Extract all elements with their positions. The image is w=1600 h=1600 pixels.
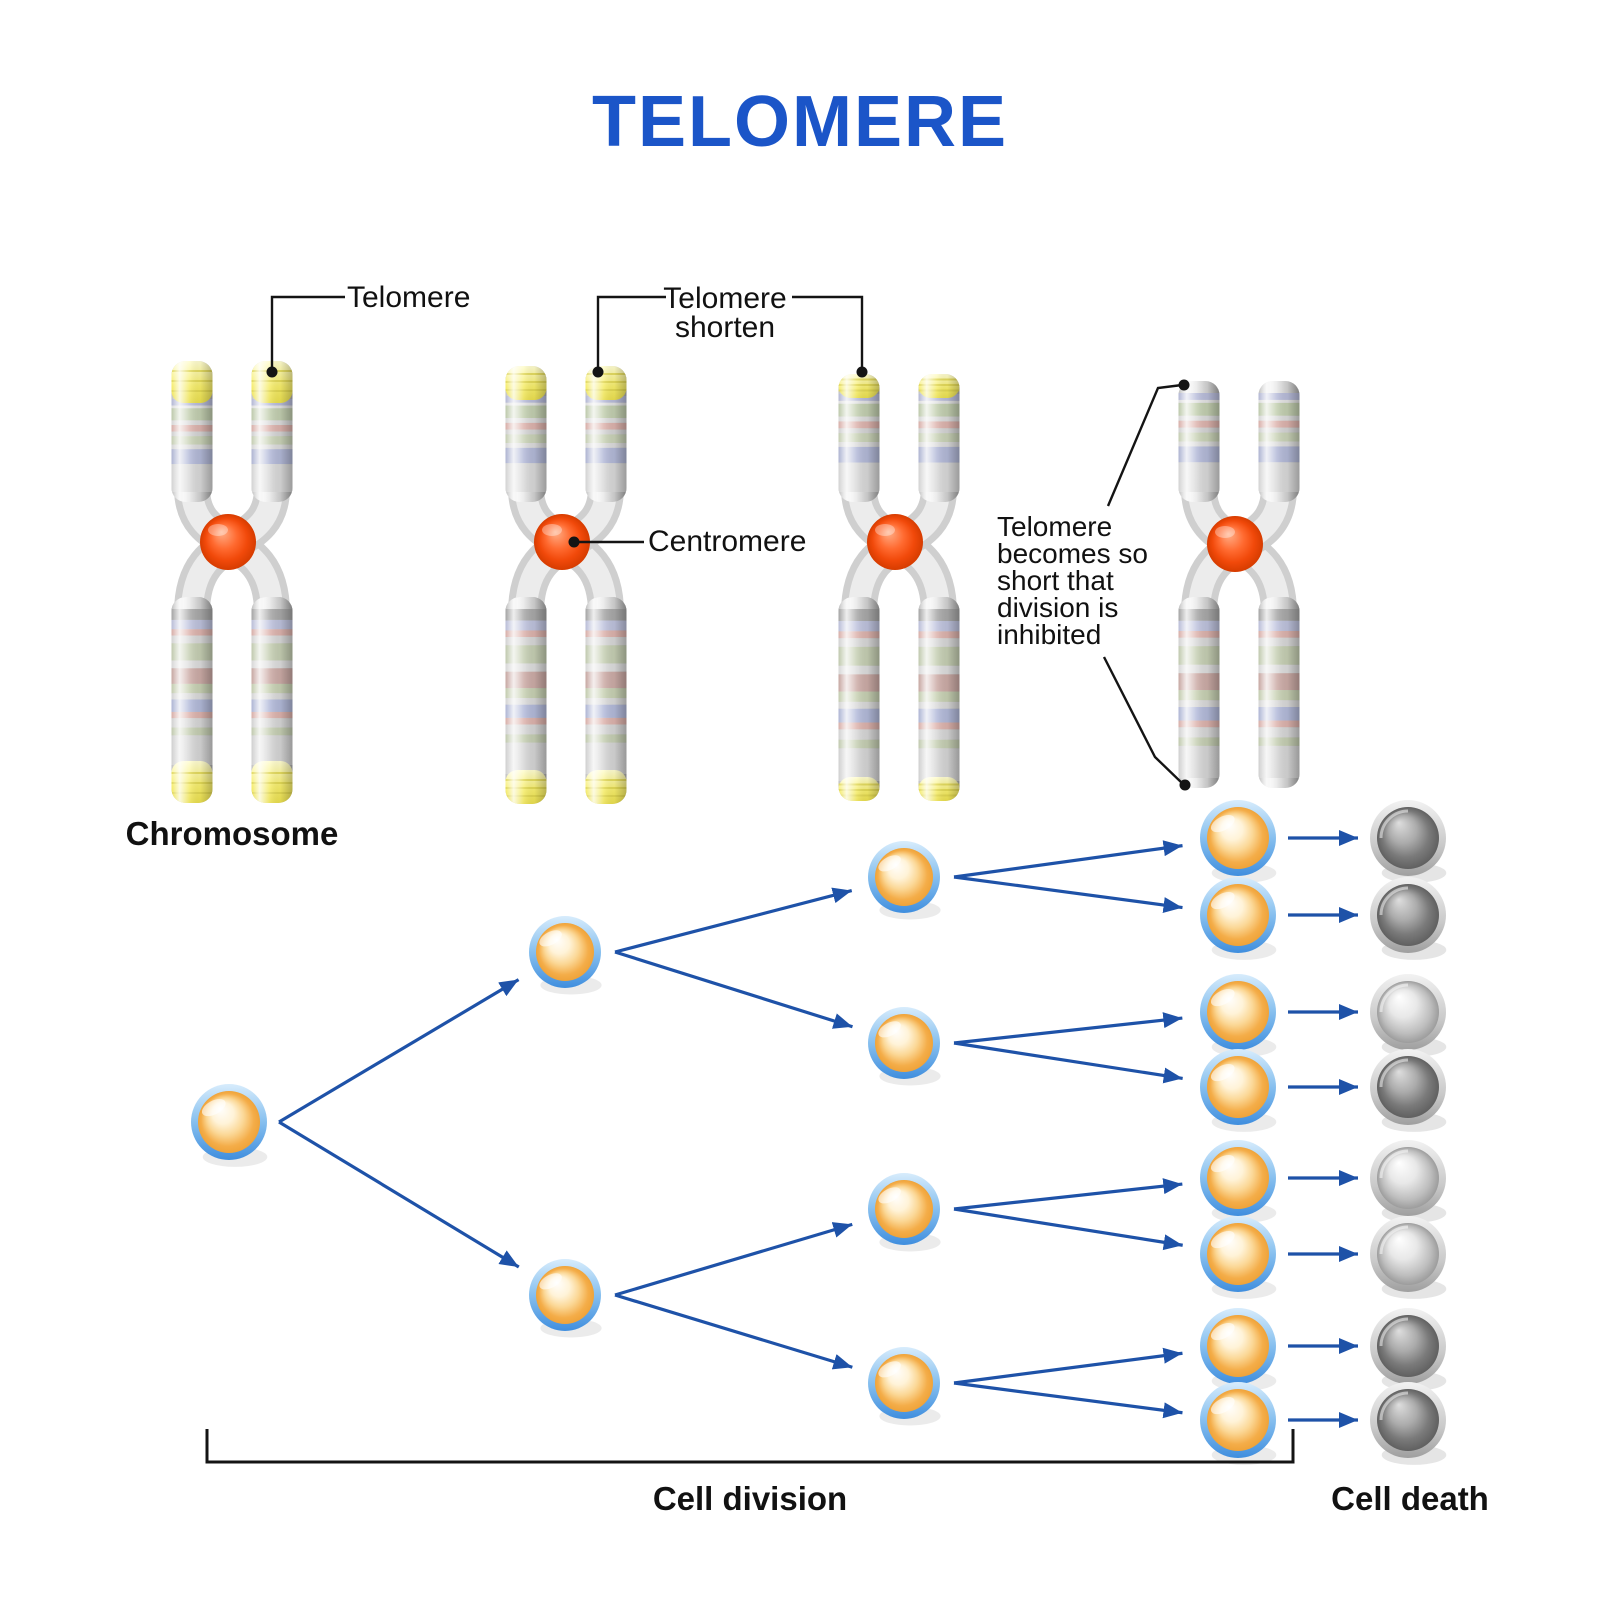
telomere-inhibited-note: Telomere becomes so short that division …	[997, 511, 1217, 650]
division-arrow	[614, 887, 853, 954]
chromatid-arm	[585, 366, 627, 502]
division-arrow	[953, 1041, 1183, 1084]
dividing-cell-icon	[1200, 1382, 1277, 1465]
leader-line	[596, 295, 666, 372]
chromatid-arm	[251, 361, 293, 502]
leader-dot-icon	[592, 366, 604, 378]
division-arrow	[614, 950, 853, 1029]
chromatid-arm	[1178, 597, 1220, 788]
inhibited-line: short that	[997, 565, 1114, 596]
centromere-icon	[1207, 516, 1263, 572]
telomere-shorten-label: Telomere shorten	[598, 282, 852, 344]
chromatid-arm	[1178, 381, 1220, 502]
inhibited-line: becomes so	[997, 538, 1148, 569]
telomere-label: Telomere	[347, 281, 471, 314]
chromatid-arm	[918, 374, 960, 502]
dividing-cell-icon	[1200, 1216, 1277, 1299]
leader-dot-icon	[856, 366, 868, 378]
leader-line	[1102, 656, 1184, 785]
chromosome-2	[505, 366, 627, 804]
dividing-cell-icon	[1200, 1140, 1277, 1223]
leader-dot-icon	[1178, 379, 1190, 391]
chromatid-arm	[585, 597, 627, 804]
division-arrow	[953, 1347, 1183, 1385]
chromatid-arm	[838, 374, 880, 502]
dividing-cell-icon	[868, 1347, 941, 1426]
division-arrow	[614, 1222, 853, 1297]
centromere-icon	[200, 514, 256, 570]
leader-line	[1106, 383, 1183, 507]
dividing-cell-icon	[868, 1173, 941, 1252]
chromosome-4	[1178, 381, 1300, 788]
dividing-cell-icon	[191, 1084, 268, 1167]
division-arrow	[614, 1293, 853, 1370]
dividing-cell-icon	[1200, 800, 1277, 883]
chromatid-arm	[171, 597, 213, 803]
dead-cell-icon	[1370, 1382, 1447, 1465]
cell-division-caption: Cell division	[652, 1480, 848, 1517]
cell-division-bracket	[205, 1429, 1295, 1464]
dividing-cell-icon	[1200, 974, 1277, 1057]
inhibited-line: Telomere	[997, 511, 1113, 542]
chromatid-arm	[251, 597, 293, 803]
chromatid-arm	[1258, 597, 1300, 788]
chromatid-arm	[1258, 381, 1300, 502]
dividing-cell-icon	[1200, 1308, 1277, 1391]
division-arrow	[953, 875, 1183, 913]
inhibited-line: division is	[997, 592, 1119, 623]
cell-death-caption: Cell death	[1331, 1480, 1489, 1517]
dividing-cell-icon	[1200, 877, 1277, 960]
division-arrow	[953, 1012, 1183, 1045]
division-arrow	[953, 1207, 1183, 1251]
chromosome-1	[171, 361, 293, 803]
telomere-shorten-line2: shorten	[674, 311, 776, 344]
dividing-cell-icon	[529, 1259, 602, 1338]
leader-dot-icon	[266, 366, 278, 378]
division-arrow	[953, 840, 1183, 879]
dead-cell-icon	[1370, 1308, 1447, 1391]
leader-dot-icon	[568, 536, 580, 548]
leader-dot-icon	[1179, 779, 1191, 791]
chromosome-3	[838, 374, 960, 801]
telomere-shorten-line1: Telomere	[663, 282, 787, 315]
dividing-cell-icon	[868, 841, 941, 920]
dead-cell-icon	[1370, 877, 1447, 960]
dead-cell-icon	[1370, 1049, 1447, 1132]
division-arrow	[278, 1120, 520, 1269]
chromatid-arm	[505, 597, 547, 804]
dead-cell-icon	[1370, 974, 1447, 1057]
division-arrow	[953, 1381, 1183, 1419]
page-title: TELOMERE	[591, 82, 1008, 162]
division-arrow	[953, 1178, 1183, 1211]
chromatid-arm	[171, 361, 213, 502]
division-arrow	[278, 978, 520, 1124]
leader-line	[270, 295, 345, 372]
chromatid-arm	[918, 597, 960, 801]
dividing-cell-icon	[868, 1007, 941, 1086]
centromere-icon	[534, 514, 590, 570]
centromere-icon	[867, 514, 923, 570]
chromosome-caption: Chromosome	[125, 815, 339, 852]
dead-cell-icon	[1370, 1216, 1447, 1299]
chromatid-arm	[505, 366, 547, 502]
dividing-cell-icon	[529, 916, 602, 995]
dead-cell-icon	[1370, 1140, 1447, 1223]
dead-cell-icon	[1370, 800, 1447, 883]
leader-line	[792, 295, 864, 372]
centromere-label: Centromere	[648, 525, 807, 558]
dividing-cell-icon	[1200, 1049, 1277, 1132]
chromatid-arm	[838, 597, 880, 801]
inhibited-line: inhibited	[997, 619, 1102, 650]
